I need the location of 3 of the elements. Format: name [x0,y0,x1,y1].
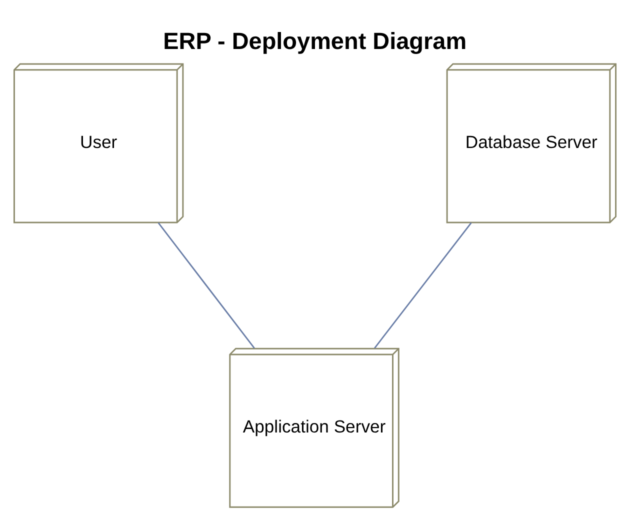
connector [374,222,472,348]
diagram-title: ERP - Deployment Diagram [163,28,467,54]
connector [158,222,255,348]
